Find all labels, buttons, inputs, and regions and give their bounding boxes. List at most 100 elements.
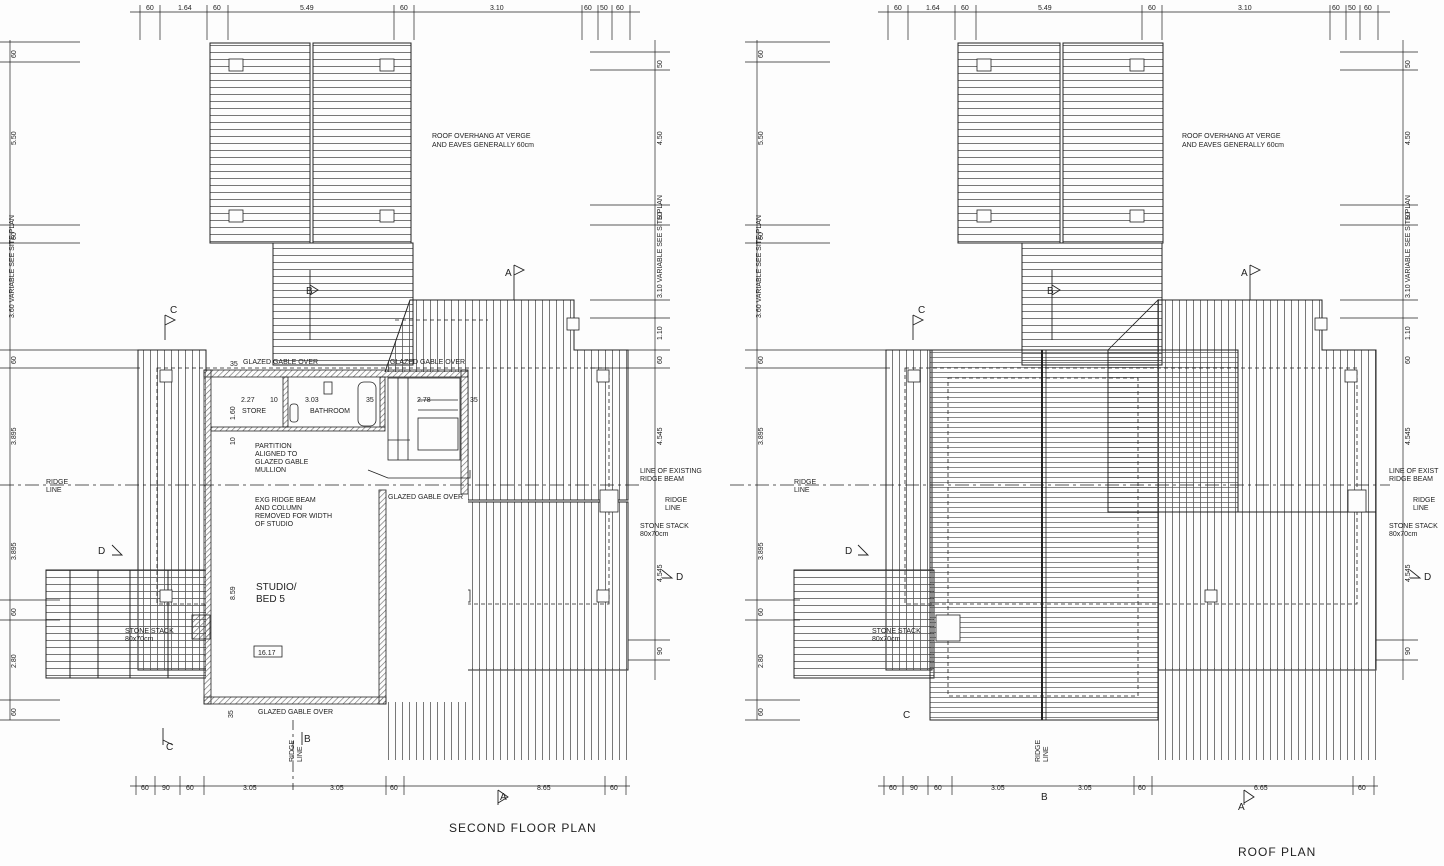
section-label: A: [1238, 802, 1245, 813]
roof-north-right: [312, 42, 412, 244]
dim: 60: [1148, 5, 1156, 12]
dim: 60: [889, 785, 897, 792]
dim: 10: [230, 437, 237, 445]
dim: 3.10: [490, 5, 504, 12]
dim: 3.10: [1238, 5, 1252, 12]
ridge-line-note: LINE: [46, 487, 62, 494]
rp-right-dims: 50 4.50 50 3.10 VARIABLE SEE SITE PLAN 1…: [1405, 60, 1412, 655]
roof-east-eaves: [1158, 668, 1376, 760]
ridge-line-note: RIDGE: [46, 479, 69, 486]
ridge-line-note: LINE: [794, 487, 810, 494]
deck-posts: [69, 570, 169, 678]
dim: 60: [1138, 785, 1146, 792]
sf-notes: ROOF OVERHANG AT VERGE AND EAVES GENERAL…: [46, 133, 702, 762]
rp-left-dims: 60 5.50 60 3.60 VARIABLE SEE SITE PLAN 6…: [756, 50, 765, 716]
rp-notes: ROOF OVERHANG AT VERGE AND EAVES GENERAL…: [794, 133, 1439, 762]
section-markers: [857, 264, 1422, 805]
ridge-line-note: RIDGE: [665, 497, 688, 504]
stone-stack-note: 80x70cm: [872, 636, 901, 643]
dim: 60: [758, 356, 765, 364]
dim: 1.64: [178, 5, 192, 12]
dim: 2.80: [11, 654, 18, 668]
dim: 50: [1405, 212, 1412, 220]
dim: 60: [934, 785, 942, 792]
existing-ridge-note: RIDGE BEAM: [640, 476, 684, 483]
dim: 60: [400, 5, 408, 12]
bath-fixtures: [289, 381, 377, 427]
exg-ridge-note: AND COLUMN: [255, 505, 302, 512]
dim: 90: [657, 647, 664, 655]
stone-stack-note: STONE STACK: [872, 628, 921, 635]
stone-stack-note: STONE STACK: [125, 628, 174, 635]
ridge-line-note: LINE: [1043, 746, 1050, 762]
sf-section-labels: A A B B C C D D: [98, 268, 683, 803]
second-floor-interior: [206, 372, 468, 702]
section-label: B: [304, 734, 311, 745]
dim: 3.10 VARIABLE SEE SITE PLAN: [1405, 195, 1412, 298]
dim: 60: [758, 708, 765, 716]
walls: [203, 369, 469, 705]
dim: 60: [11, 356, 18, 364]
ridge-line-note: LINE: [1413, 505, 1429, 512]
dim: 4.50: [657, 131, 664, 145]
dim: 3.60 VARIABLE SEE SITE PLAN: [9, 215, 16, 318]
section-label: B: [1041, 792, 1048, 803]
dim: 6.65: [1254, 785, 1268, 792]
dim: 3.895: [758, 427, 765, 445]
rp-top-dims: 60 1.64 60 5.49 60 3.10 60 50 60: [894, 5, 1372, 12]
ridge-line-note: RIDGE: [1413, 497, 1436, 504]
roof-north-left: [209, 42, 311, 244]
dashed-outlines: [904, 367, 1358, 697]
ridge-line-note: RIDGE: [794, 479, 817, 486]
dim: 3.03: [305, 397, 319, 404]
overhang-note: ROOF OVERHANG AT VERGE: [432, 133, 531, 140]
roof-lights: [159, 58, 610, 603]
existing-ridge-note: LINE OF EXIST: [1389, 468, 1439, 475]
roof-east-lower: [1157, 511, 1377, 671]
dim: 5.50: [758, 131, 765, 145]
dim: 60: [146, 5, 154, 12]
dim: 4.545: [1405, 564, 1412, 582]
room-label-studio: STUDIO/: [256, 582, 297, 593]
dim: 1.10: [657, 326, 664, 340]
stone-stack-left: [935, 614, 961, 642]
stair: [367, 377, 471, 479]
stone-stack-right: [1347, 489, 1367, 513]
dim: 60: [758, 50, 765, 58]
dim: 50: [657, 212, 664, 220]
dim: 60: [186, 785, 194, 792]
overhang-note: AND EAVES GENERALLY 60cm: [432, 142, 534, 149]
dim: 50: [1348, 5, 1356, 12]
dim: 90: [1405, 647, 1412, 655]
glazed-gable-note: GLAZED GABLE OVER: [243, 359, 318, 366]
dim: 3.895: [11, 427, 18, 445]
dim: 60: [1405, 356, 1412, 364]
stone-stack-note: STONE STACK: [1389, 523, 1438, 530]
dim: 4.545: [1405, 427, 1412, 445]
rp-bottom-dims: 60 90 60 3.05 3.05 60 6.65 60: [889, 785, 1366, 792]
dim: 35: [470, 397, 478, 404]
roof-glazed-centre: [1107, 349, 1239, 513]
dim: 90: [162, 785, 170, 792]
roof-lights: [907, 58, 1358, 603]
section-label: C: [918, 305, 925, 316]
dim: 50: [600, 5, 608, 12]
dim: 60: [11, 708, 18, 716]
section-label: D: [676, 572, 683, 583]
section-label: A: [1241, 268, 1248, 279]
ridge-line-note: RIDGE: [289, 740, 296, 763]
dim: 60: [894, 5, 902, 12]
partition-note: ALIGNED TO: [255, 451, 298, 458]
plan-title: ROOF PLAN: [1238, 845, 1316, 859]
dim: 60: [141, 785, 149, 792]
ridge-line-note: RIDGE: [1035, 740, 1042, 763]
roof-plan: [730, 5, 1422, 805]
dim: 1.64: [926, 5, 940, 12]
overhang-note: ROOF OVERHANG AT VERGE: [1182, 133, 1281, 140]
dim: 3.05: [243, 785, 257, 792]
stone-stack-left: [191, 614, 211, 640]
exg-ridge-note: OF STUDIO: [255, 521, 294, 528]
dim: 4.50: [1405, 131, 1412, 145]
dim: 5.49: [1038, 5, 1052, 12]
dim: 60: [758, 608, 765, 616]
